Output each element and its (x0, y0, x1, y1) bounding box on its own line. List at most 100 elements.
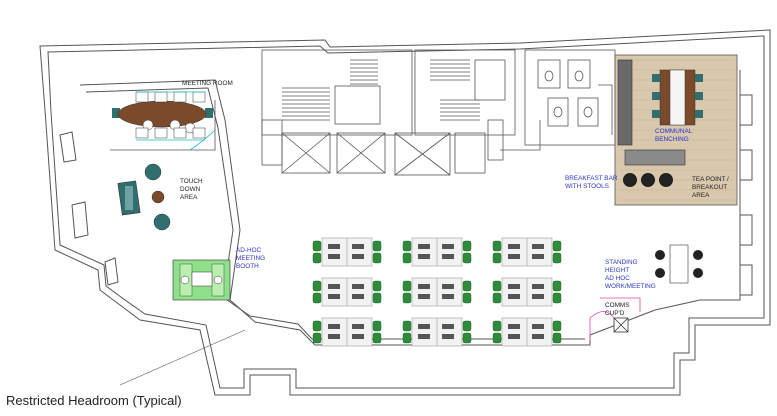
communal-bench-icon (652, 69, 703, 126)
monitor (532, 284, 544, 289)
lift-icon (281, 132, 486, 176)
headroom-leader-line (119, 329, 246, 386)
desk-chair (402, 332, 412, 344)
monitor (352, 284, 364, 289)
desk-chair (552, 292, 562, 304)
meeting-table-icon (112, 100, 213, 134)
monitor (532, 294, 544, 299)
desk-cluster-icon (492, 237, 562, 267)
desk-chair (312, 292, 322, 304)
desk-chair (462, 252, 472, 264)
desk-cluster-icon (312, 237, 382, 267)
desk-chair (372, 280, 382, 292)
desk-chair (312, 320, 322, 332)
desk-chair (372, 240, 382, 252)
monitor (352, 324, 364, 329)
monitor (442, 294, 454, 299)
desk-chair (462, 332, 472, 344)
monitor (442, 244, 454, 249)
desk-chair (312, 280, 322, 292)
monitor (532, 244, 544, 249)
desk-chair (312, 240, 322, 252)
desk-chair (462, 292, 472, 304)
monitor (508, 284, 520, 289)
monitor (442, 324, 454, 329)
label-tea-point: TEA POINT / BREAKOUT AREA (692, 176, 729, 199)
desk-cluster-icon (402, 237, 472, 267)
monitor (352, 254, 364, 259)
desk-clusters (312, 237, 562, 347)
desk-chair (312, 252, 322, 264)
desk-cluster-icon (492, 317, 562, 347)
label-standing-height: STANDING HEIGHT AD HOC WORK/MEETING (605, 259, 656, 290)
monitor (418, 324, 430, 329)
monitor (532, 254, 544, 259)
desk-chair (552, 332, 562, 344)
label-touch-down: TOUCH DOWN AREA (180, 178, 203, 201)
monitor (352, 334, 364, 339)
desk-chair (402, 320, 412, 332)
desk-chair (402, 240, 412, 252)
monitor (328, 284, 340, 289)
desk-cluster-icon (402, 277, 472, 307)
desk-chair (402, 280, 412, 292)
desk-chair (372, 292, 382, 304)
monitor (508, 254, 520, 259)
desk-chair (492, 332, 502, 344)
caption-restricted-headroom: Restricted Headroom (Typical) (6, 393, 182, 408)
label-ad-hoc-booth: AD-HOC MEETING BOOTH (236, 247, 266, 270)
desk-chair (372, 332, 382, 344)
desk-chair (552, 252, 562, 264)
monitor (508, 324, 520, 329)
desk-cluster-icon (492, 277, 562, 307)
monitor (508, 334, 520, 339)
building-outline (39, 29, 771, 396)
meeting-room (110, 91, 216, 151)
monitor (442, 254, 454, 259)
desk-chair (492, 292, 502, 304)
monitor (328, 334, 340, 339)
monitor (532, 334, 544, 339)
comms-cupboard (589, 297, 641, 340)
monitor (442, 334, 454, 339)
desk-chair (492, 252, 502, 264)
label-communal-benching: COMMUNAL BENCHING (655, 128, 693, 143)
monitor (328, 244, 340, 249)
chair-row (135, 91, 206, 139)
desk-cluster-icon (312, 317, 382, 347)
monitor (418, 254, 430, 259)
monitor (418, 294, 430, 299)
desk-cluster-icon (312, 277, 382, 307)
label-meeting-room: MEETING ROOM (182, 80, 233, 87)
desk-chair (462, 240, 472, 252)
label-breakfast-bar: BREAKFAST BAR WITH STOOLS (565, 175, 618, 190)
stair-icon (282, 59, 381, 125)
desk-chair (492, 320, 502, 332)
monitor (418, 334, 430, 339)
monitor (508, 244, 520, 249)
ad-hoc-booth (172, 259, 231, 301)
desk-chair (552, 240, 562, 252)
standing-meeting-furniture (655, 244, 703, 284)
monitor (328, 294, 340, 299)
desk-chair (552, 320, 562, 332)
building-core (261, 49, 616, 176)
stool-icon (623, 173, 673, 187)
desk-chair (402, 252, 412, 264)
monitor (352, 294, 364, 299)
desk-chair (372, 252, 382, 264)
desk-chair (552, 280, 562, 292)
monitor (352, 244, 364, 249)
desk-cluster-icon (402, 317, 472, 347)
monitor (328, 254, 340, 259)
desk-chair (492, 240, 502, 252)
touch-down-furniture (117, 163, 171, 231)
monitor (442, 284, 454, 289)
stair-icon (430, 59, 506, 121)
monitor (418, 284, 430, 289)
desk-chair (462, 280, 472, 292)
monitor (328, 324, 340, 329)
label-comms-cupd: COMMS CUP'D (605, 302, 630, 317)
desk-chair (372, 320, 382, 332)
